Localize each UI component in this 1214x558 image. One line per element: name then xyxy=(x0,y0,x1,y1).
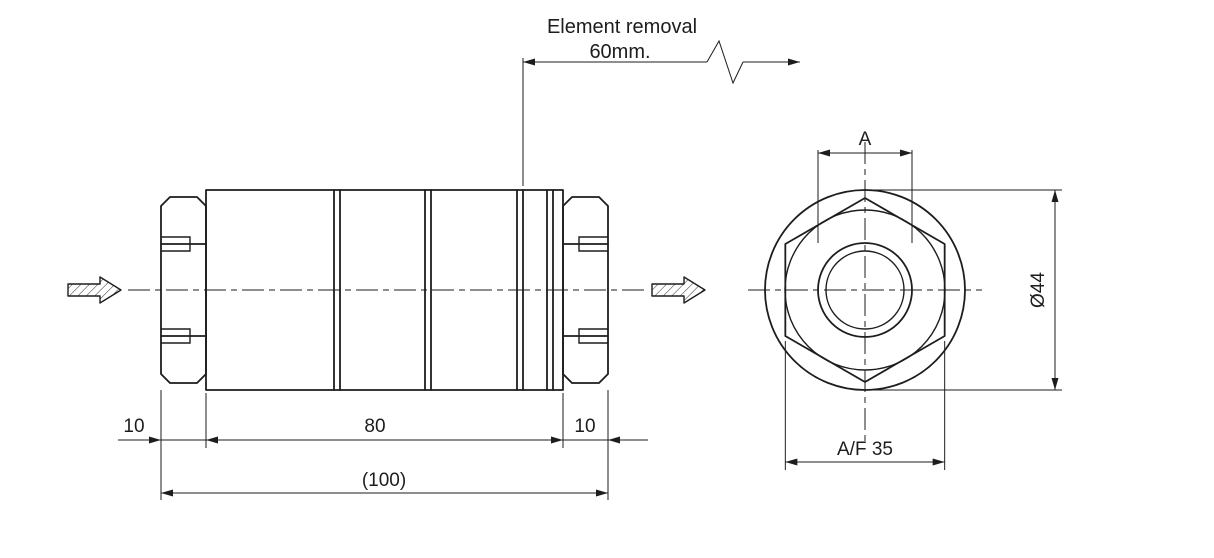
element-removal-note-line1: Element removal xyxy=(547,16,697,38)
hex-chamfer-circle xyxy=(784,209,946,371)
dim-outer-diameter-label: Ø44 xyxy=(1028,272,1049,308)
port-outer-circle xyxy=(817,242,913,338)
dim-nut-left-label: 10 xyxy=(123,416,144,437)
dim-outer-diameter: Ø44 xyxy=(872,189,1062,391)
right-hex-nut xyxy=(562,196,609,384)
dim-side-view-lengths: 10 80 10 (100) xyxy=(118,390,648,500)
dimensions: Element removal 60mm. 10 80 10 xyxy=(118,16,1062,500)
hexagon-outline xyxy=(784,197,946,383)
dim-across-flats: A/F 35 xyxy=(784,341,946,470)
left-hex-nut xyxy=(160,196,207,384)
dim-nut-right-label: 10 xyxy=(574,416,595,437)
dim-body-label: 80 xyxy=(364,416,385,437)
outer-diameter-circle xyxy=(764,189,966,391)
side-view xyxy=(67,189,706,391)
element-removal-note-line2: 60mm. xyxy=(589,41,650,63)
flow-arrow-left-icon xyxy=(67,276,122,304)
dim-overall-label: (100) xyxy=(362,470,406,491)
body-section-lines xyxy=(333,189,554,391)
dim-across-flats-label: A/F 35 xyxy=(837,439,893,460)
dim-port-size: A xyxy=(817,129,913,243)
flow-arrow-right-icon xyxy=(651,276,706,304)
break-symbol xyxy=(706,39,744,85)
port-inner-circle xyxy=(825,250,905,330)
dim-port-label: A xyxy=(859,129,872,150)
dim-element-removal: Element removal 60mm. xyxy=(522,16,800,186)
end-view xyxy=(748,142,982,442)
